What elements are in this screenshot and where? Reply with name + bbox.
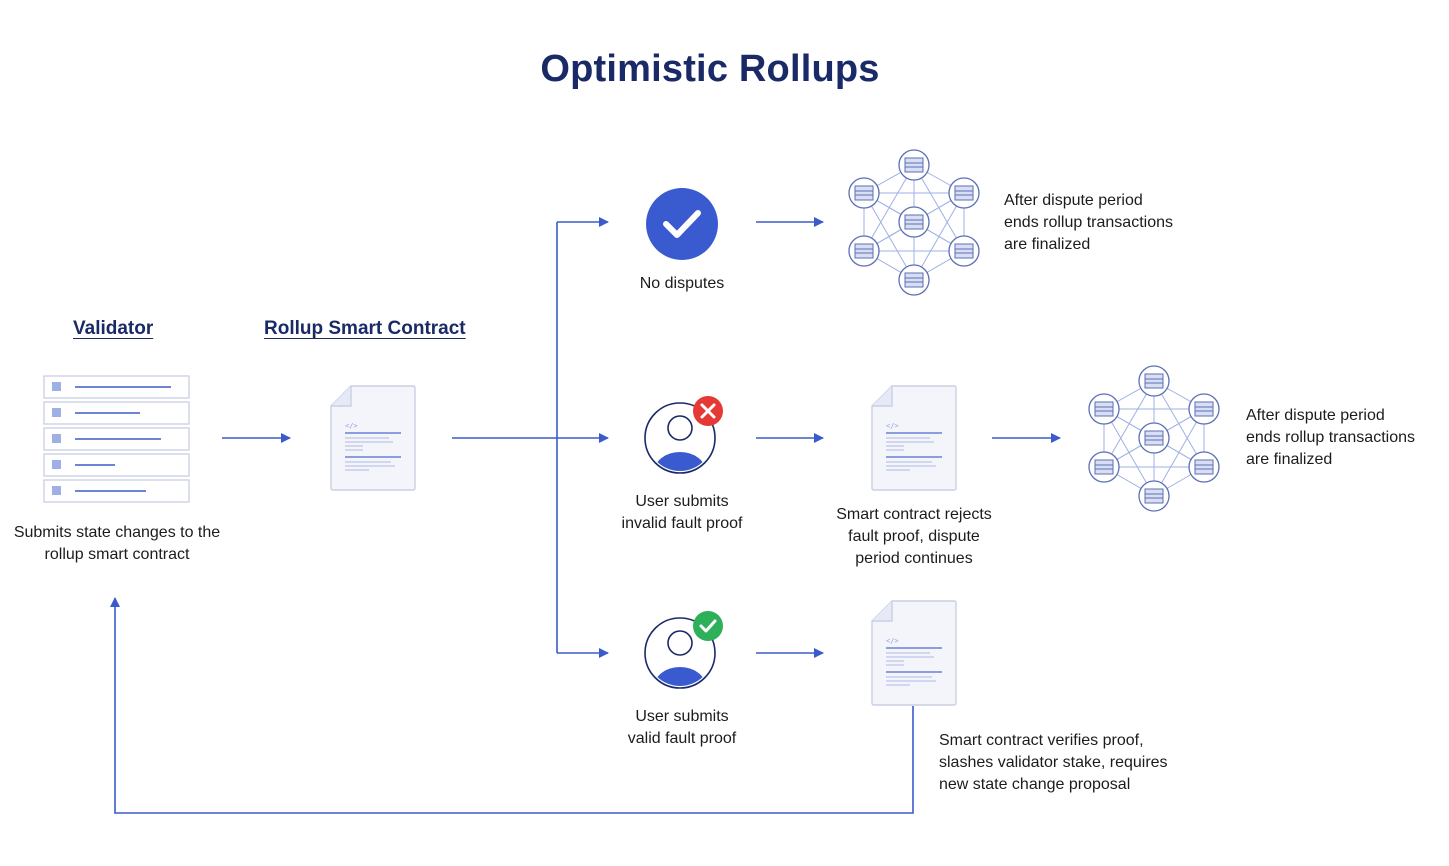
state-list-icon	[43, 375, 190, 503]
document-code-icon: </>	[330, 385, 416, 491]
node-network-icon-2	[1088, 365, 1220, 512]
invalid-proof-caption: User submits invalid fault proof	[621, 493, 743, 532]
node-network-icon	[848, 149, 980, 296]
feedback-loop-line	[110, 597, 914, 814]
page-title: Optimistic Rollups	[540, 48, 880, 90]
rejects-caption: Smart contract rejects fault proof, disp…	[836, 506, 992, 567]
document-code-icon-reject: </>	[871, 385, 957, 491]
svg-text:</>: </>	[886, 637, 899, 645]
svg-text:</>: </>	[345, 422, 358, 430]
user-error-icon	[644, 396, 723, 474]
validator-caption: Submits state changes to the rollup smar…	[13, 524, 221, 563]
finalized-caption-mid: After dispute period ends rollup transac…	[1246, 407, 1415, 468]
verifies-caption: Smart contract verifies proof, slashes v…	[939, 732, 1168, 793]
user-verified-icon	[644, 611, 723, 689]
rollup-contract-heading: Rollup Smart Contract	[264, 318, 466, 339]
check-circle-icon	[646, 188, 718, 260]
document-code-icon-verify: </>	[871, 600, 957, 706]
validator-heading: Validator	[73, 318, 154, 339]
no-disputes-caption: No disputes	[639, 275, 725, 292]
success-badge-icon	[693, 611, 723, 641]
valid-proof-caption: User submits valid fault proof	[627, 708, 737, 747]
svg-text:</>: </>	[886, 422, 899, 430]
finalized-caption-top: After dispute period ends rollup transac…	[1004, 192, 1173, 253]
